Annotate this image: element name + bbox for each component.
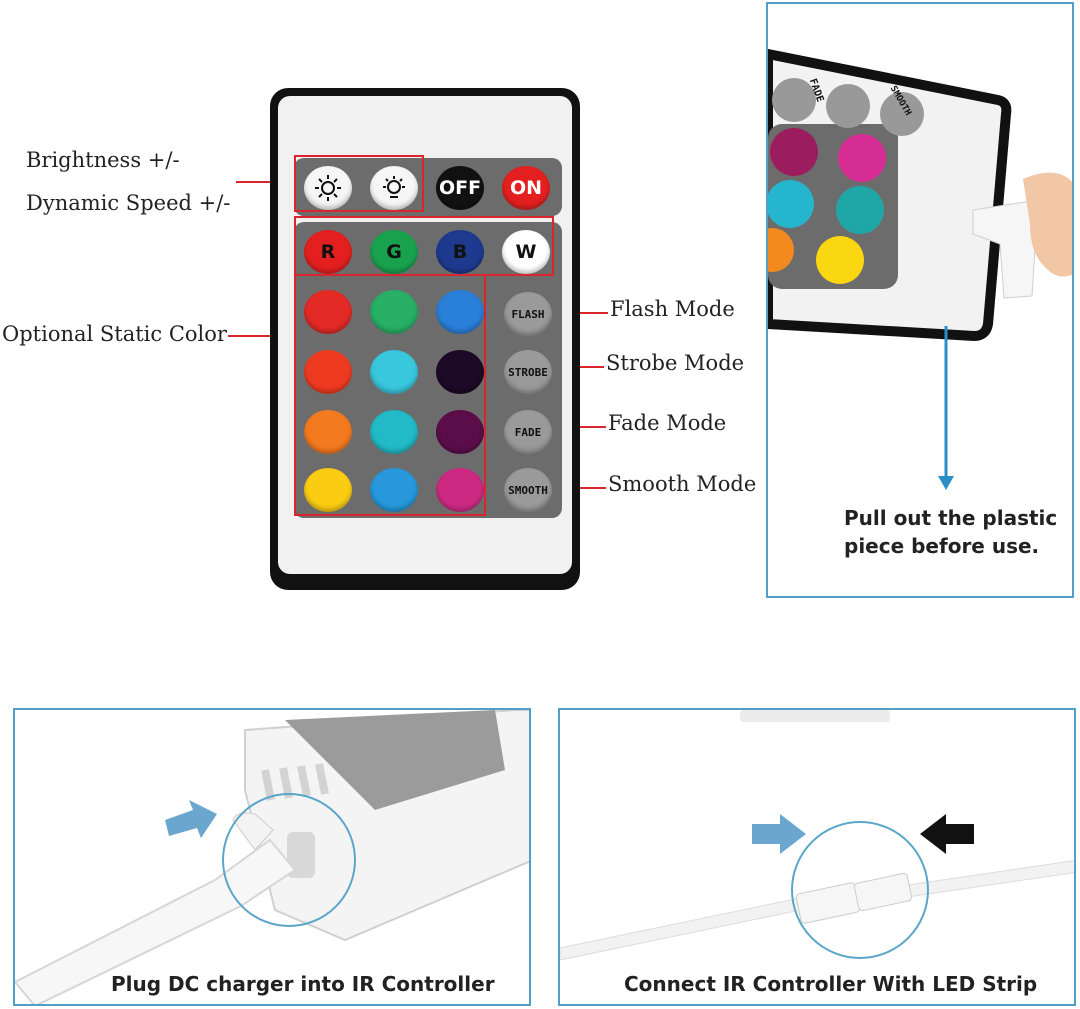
flash-button[interactable]: FLASH	[504, 292, 552, 336]
strobe-mode-label: Strobe Mode	[606, 351, 745, 375]
plug-caption: Plug DC charger into IR Controller	[111, 972, 495, 996]
controller-box-illustration	[15, 710, 529, 1004]
static-color-highlight-box	[294, 274, 486, 516]
remote-corner-illustration	[768, 48, 1072, 490]
color-button-orange4[interactable]	[304, 410, 352, 454]
color-button-cyan3[interactable]	[370, 350, 418, 394]
off-button[interactable]: OFF	[436, 166, 484, 210]
color-button-blue2[interactable]	[436, 290, 484, 334]
static-color-label: Optional Static Color	[2, 322, 227, 346]
color-button-teal4[interactable]	[370, 410, 418, 454]
brightness-up-button[interactable]	[304, 166, 352, 210]
sun-icon	[315, 175, 341, 201]
brightness-leader-line	[236, 181, 296, 183]
green-button[interactable]: G	[370, 230, 418, 274]
color-button-yellow5[interactable]	[304, 468, 352, 512]
color-row1-highlight-box	[294, 216, 554, 276]
color-button-purple4[interactable]	[436, 410, 484, 454]
red-button[interactable]: R	[304, 230, 352, 274]
connect-strip-panel: Connect IR Controller With LED Strip	[558, 708, 1076, 1006]
strobe-button[interactable]: STROBE	[504, 350, 552, 394]
blue-button[interactable]: B	[436, 230, 484, 274]
color-button-dark3[interactable]	[436, 350, 484, 394]
remote-face: OFF ON R G B W FLASH STROBE FADE SMOOTH	[278, 96, 572, 574]
connect-caption: Connect IR Controller With LED Strip	[624, 972, 1038, 996]
plug-charger-panel: Plug DC charger into IR Controller	[13, 708, 531, 1006]
static-color-leader-line	[228, 335, 296, 337]
smooth-button[interactable]: SMOOTH	[504, 468, 552, 512]
on-button[interactable]: ON	[502, 166, 550, 210]
pull-tab-panel: FADE SMOOTH Pull out the plastic piece b…	[766, 2, 1074, 598]
ir-remote: OFF ON R G B W FLASH STROBE FADE SMOOTH	[270, 88, 580, 590]
brightness-down-button[interactable]	[370, 166, 418, 210]
color-button-green2[interactable]	[370, 290, 418, 334]
pull-caption-line2: piece before use.	[844, 534, 1040, 558]
fade-mode-label: Fade Mode	[608, 411, 727, 435]
color-button-pink5[interactable]	[436, 468, 484, 512]
brightness-label: Brightness +/-	[26, 148, 180, 172]
flash-mode-label: Flash Mode	[610, 297, 735, 321]
connector-illustration	[560, 710, 1074, 961]
brightness-highlight-box	[294, 155, 424, 212]
fade-button[interactable]: FADE	[504, 410, 552, 454]
color-button-blue5[interactable]	[370, 468, 418, 512]
sun-small-icon	[383, 176, 405, 198]
smooth-mode-label: Smooth Mode	[608, 472, 757, 496]
dynamic-speed-label: Dynamic Speed +/-	[26, 191, 231, 215]
white-button[interactable]: W	[502, 230, 550, 274]
pull-caption-line1: Pull out the plastic	[844, 506, 1058, 530]
color-button-red2[interactable]	[304, 290, 352, 334]
color-button-red3[interactable]	[304, 350, 352, 394]
